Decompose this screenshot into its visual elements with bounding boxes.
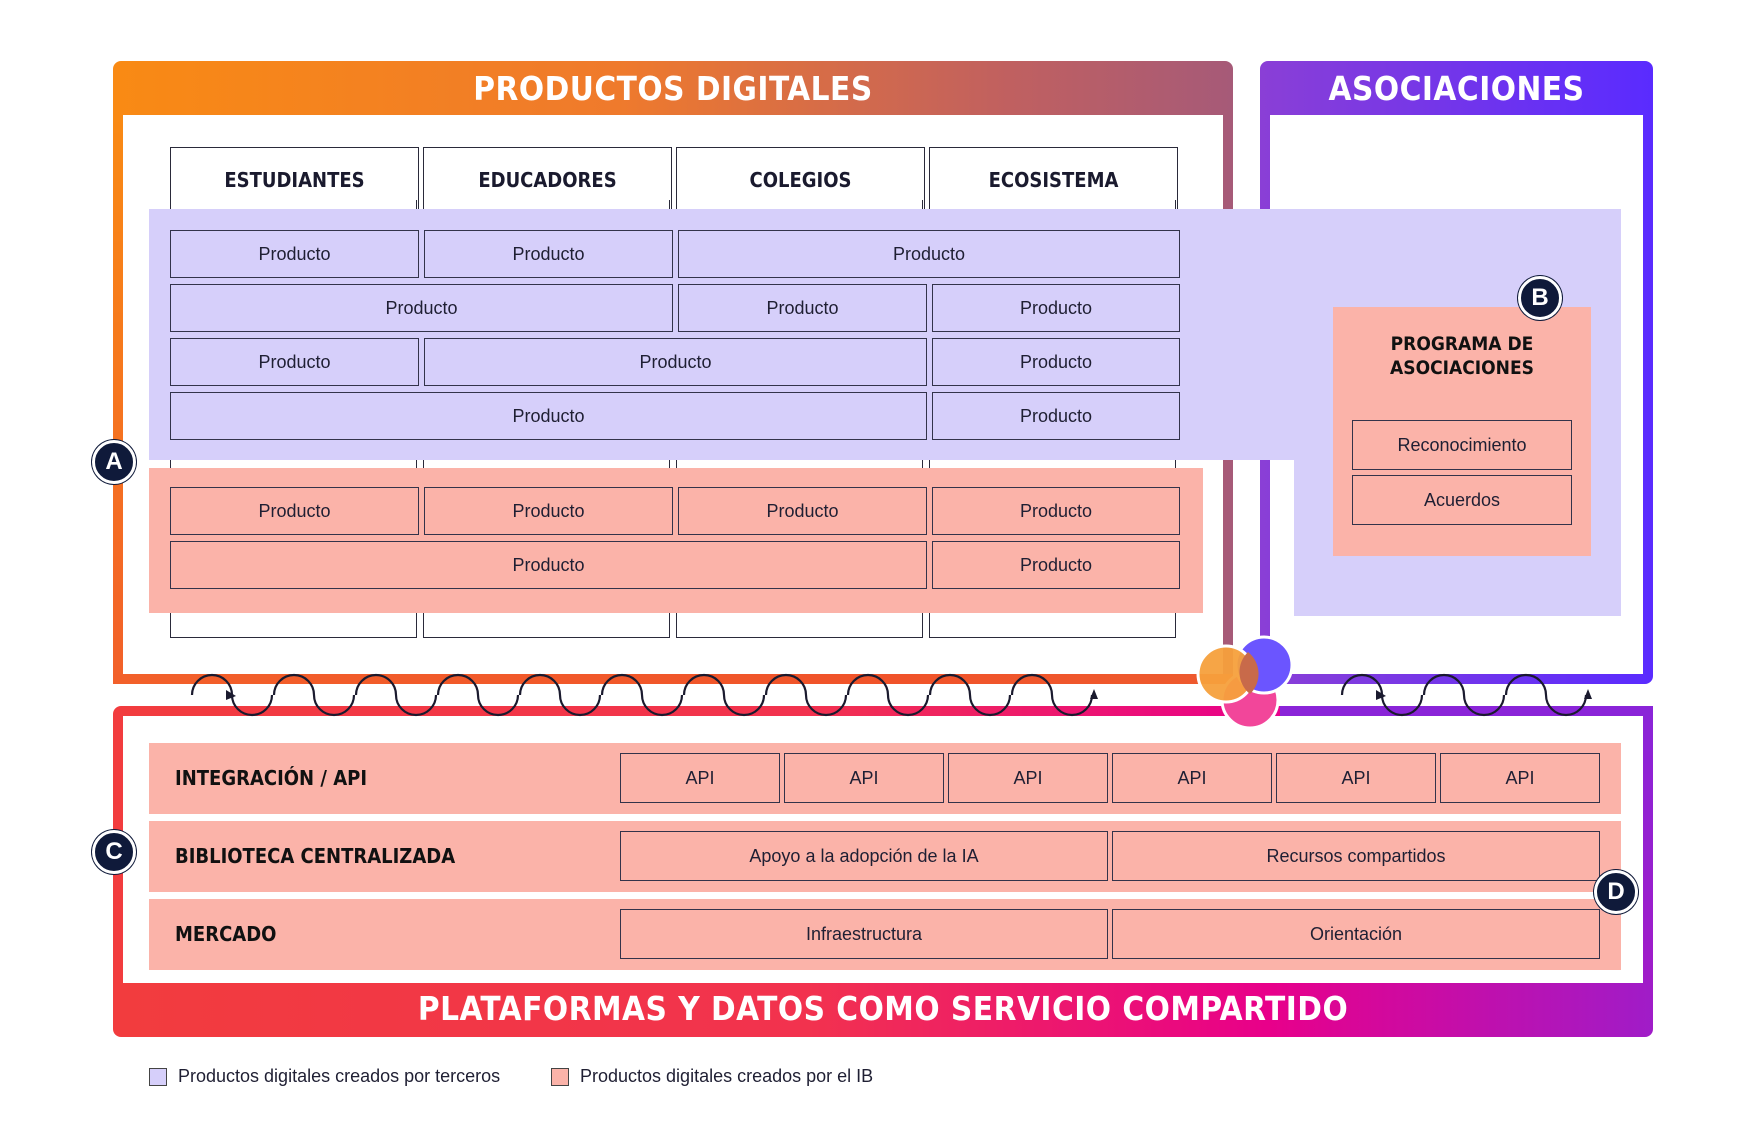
partnership-program-title-line1: PROGRAMA DE — [1390, 333, 1534, 355]
loop-arc — [394, 694, 438, 717]
loop-arc — [600, 673, 644, 696]
legend-label-ib: Productos digitales creados por el IB — [580, 1066, 874, 1086]
venn-overlap — [1239, 652, 1259, 694]
column-header-students: ESTUDIANTES — [170, 147, 419, 210]
column-header-ecosystem: ECOSISTEMA — [929, 147, 1178, 210]
product-cell[interactable]: Producto — [932, 284, 1180, 332]
api-cell[interactable]: API — [1440, 753, 1600, 803]
column-header-schools: COLEGIOS — [676, 147, 925, 210]
loop-arc — [640, 694, 684, 717]
loop-arc — [1380, 694, 1424, 717]
integration-row-label: INTEGRACIÓN / API — [175, 766, 368, 790]
api-cell[interactable]: API — [784, 753, 944, 803]
loop-arrowhead — [226, 690, 236, 700]
loop-arc — [190, 673, 234, 696]
badge-a: A — [92, 440, 136, 484]
loop-arc — [1340, 673, 1384, 696]
loop-arc — [1462, 694, 1506, 717]
connector-loops-right — [1340, 673, 1592, 717]
product-cell[interactable]: Producto — [932, 338, 1180, 386]
product-cell[interactable]: Producto — [424, 230, 673, 278]
product-cell[interactable]: Producto — [424, 338, 927, 386]
product-cell[interactable]: Producto — [170, 284, 673, 332]
partnership-program-title-line2: ASOCIACIONES — [1390, 357, 1534, 379]
product-cell[interactable]: Producto — [170, 541, 927, 589]
connector-loops-left — [190, 673, 1098, 717]
loop-arc — [1050, 694, 1094, 717]
loop-arrowhead — [1584, 689, 1592, 699]
column-header-educators: EDUCADORES — [423, 147, 672, 210]
market-row-label: MERCADO — [175, 922, 277, 946]
guidance-cell[interactable]: Orientación — [1112, 909, 1600, 959]
product-cell[interactable]: Producto — [678, 230, 1180, 278]
shared-resources-cell[interactable]: Recursos compartidos — [1112, 831, 1600, 881]
badge-b: B — [1518, 276, 1562, 320]
loop-arc — [886, 694, 930, 717]
product-cell[interactable]: Producto — [170, 230, 419, 278]
api-cell[interactable]: API — [948, 753, 1108, 803]
platforms-top-right-edge — [1280, 706, 1653, 716]
product-cell[interactable]: Producto — [170, 338, 419, 386]
product-cell[interactable]: Producto — [932, 541, 1180, 589]
legend-swatch-third-party — [149, 1068, 167, 1086]
loop-arc — [518, 673, 562, 696]
api-cell[interactable]: API — [1276, 753, 1436, 803]
loop-arc — [312, 694, 356, 717]
loop-arrowhead — [1376, 690, 1386, 700]
api-cell[interactable]: API — [1112, 753, 1272, 803]
product-cell[interactable]: Producto — [170, 487, 419, 535]
library-row-label: BIBLIOTECA CENTRALIZADA — [175, 844, 456, 868]
loop-arc — [1422, 673, 1466, 696]
platforms-right-edge — [1643, 706, 1653, 986]
badge-d: D — [1594, 870, 1638, 914]
loop-arc — [230, 694, 274, 717]
digital-products-bottom-edge — [113, 674, 1233, 684]
ai-adoption-support-cell[interactable]: Apoyo a la adopción de la IA — [620, 831, 1108, 881]
platforms-title: PLATAFORMAS Y DATOS COMO SERVICIO COMPAR… — [417, 989, 1349, 1028]
partnership-program-title: PROGRAMA DE ASOCIACIONES — [1333, 332, 1591, 380]
recognition-item[interactable]: Reconocimiento — [1352, 420, 1572, 470]
product-cell[interactable]: Producto — [170, 392, 927, 440]
loop-arc — [722, 694, 766, 717]
product-cell[interactable]: Producto — [678, 284, 927, 332]
digital-products-title: PRODUCTOS DIGITALES — [473, 69, 873, 108]
product-cell[interactable]: Producto — [678, 487, 927, 535]
loop-arrowhead — [1090, 689, 1098, 699]
loop-arc — [928, 673, 972, 696]
loop-arc — [476, 694, 520, 717]
loop-arc — [1544, 694, 1588, 717]
loop-arc — [1504, 673, 1548, 696]
loop-arc — [272, 673, 316, 696]
legend-swatch-ib — [551, 1068, 569, 1086]
agreements-item[interactable]: Acuerdos — [1352, 475, 1572, 525]
digital-products-left-edge — [113, 115, 123, 684]
loop-arc — [764, 673, 808, 696]
partnerships-title: ASOCIACIONES — [1328, 69, 1585, 108]
product-cell[interactable]: Producto — [424, 487, 673, 535]
product-cell[interactable]: Producto — [932, 392, 1180, 440]
loop-arc — [968, 694, 1012, 717]
loop-arc — [804, 694, 848, 717]
infrastructure-cell[interactable]: Infraestructura — [620, 909, 1108, 959]
product-cell[interactable]: Producto — [932, 487, 1180, 535]
loop-arc — [354, 673, 398, 696]
loop-arc — [436, 673, 480, 696]
venn-junction-icon — [1196, 635, 1294, 730]
loop-arc — [1010, 673, 1054, 696]
api-cell[interactable]: API — [620, 753, 780, 803]
badge-c: C — [92, 830, 136, 874]
loop-arc — [682, 673, 726, 696]
loop-arc — [558, 694, 602, 717]
legend-label-third-party: Productos digitales creados por terceros — [178, 1066, 501, 1086]
loop-arc — [846, 673, 890, 696]
